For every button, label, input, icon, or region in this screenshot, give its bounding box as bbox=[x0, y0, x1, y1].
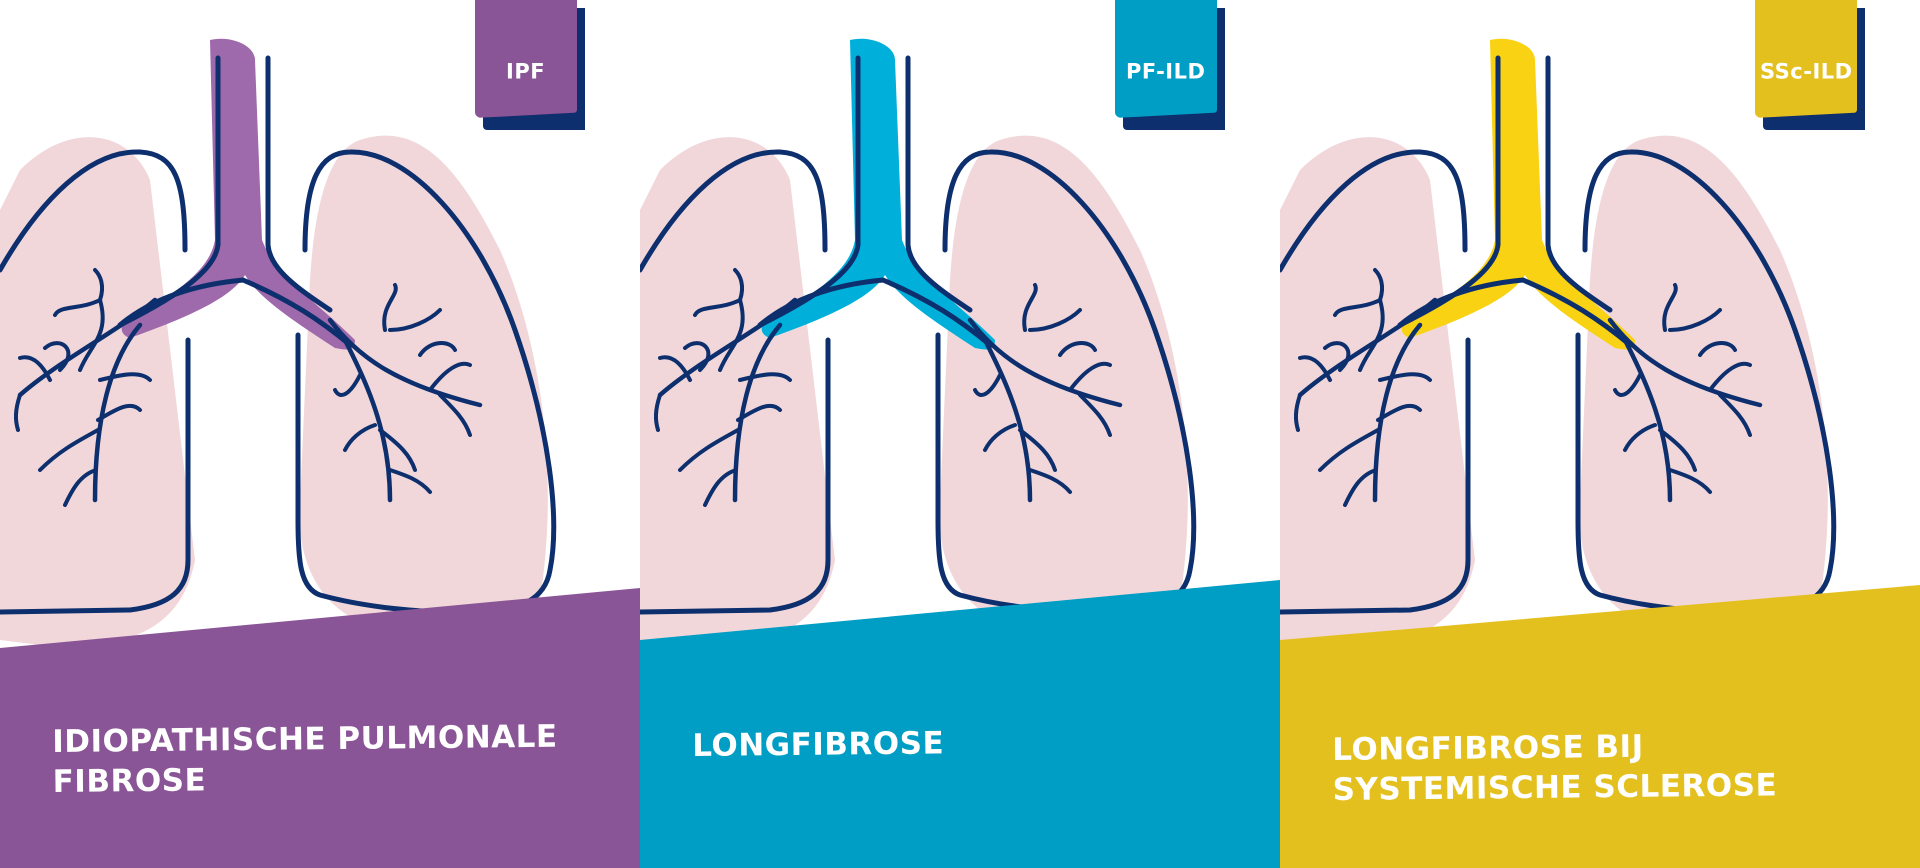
lungs-icon bbox=[640, 38, 1197, 647]
lungs-icon bbox=[1280, 38, 1837, 647]
lungs-icon bbox=[0, 38, 557, 647]
card-pf-ild[interactable]: PF-ILD LONGFIBROSE bbox=[640, 0, 1280, 868]
card-ssc-ild[interactable]: SSc-ILD LONGFIBROSE BIJ SYSTEMISCHE SCLE… bbox=[1280, 0, 1920, 868]
lungs-illustration-icon bbox=[640, 38, 1280, 868]
card-title-line: SYSTEMISCHE SCLEROSE bbox=[1332, 767, 1778, 808]
card-title: LONGFIBROSE bbox=[692, 723, 944, 766]
card-title-line: LONGFIBROSE BIJ bbox=[1332, 728, 1644, 768]
tag-label: SSc-ILD bbox=[1759, 59, 1853, 84]
lungs-illustration-icon bbox=[1280, 38, 1920, 868]
card-title: LONGFIBROSE BIJ SYSTEMISCHE SCLEROSE bbox=[1332, 725, 1777, 810]
card-title-line: IDIOPATHISCHE PULMONALE bbox=[52, 718, 558, 760]
tag-badge: SSc-ILD bbox=[1755, 0, 1865, 130]
tag-label: IPF bbox=[506, 59, 546, 84]
color-band bbox=[640, 580, 1280, 868]
card-ipf[interactable]: IPF IDIOPATHISCHE PULMONALE FIBROSE bbox=[0, 0, 640, 868]
lungs-illustration-icon bbox=[0, 38, 640, 868]
color-band bbox=[1280, 585, 1920, 868]
card-title-line: LONGFIBROSE bbox=[692, 725, 945, 764]
tag-badge: IPF bbox=[475, 0, 585, 130]
tag-badge: PF-ILD bbox=[1115, 0, 1225, 130]
tag-label: PF-ILD bbox=[1126, 59, 1206, 84]
card-title: IDIOPATHISCHE PULMONALE FIBROSE bbox=[52, 717, 558, 802]
card-title-line: FIBROSE bbox=[52, 762, 207, 800]
color-band bbox=[0, 588, 640, 868]
